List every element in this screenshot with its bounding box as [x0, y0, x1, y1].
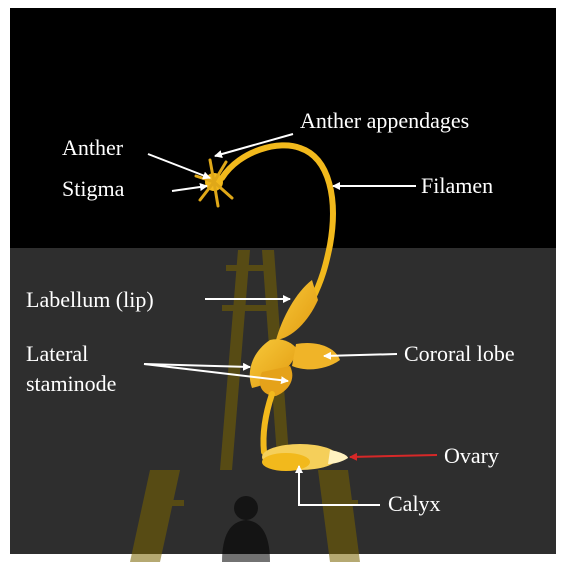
label-anther: Anther — [62, 135, 124, 160]
label-stigma: Stigma — [62, 176, 125, 201]
label-staminode: staminode — [26, 371, 116, 396]
anther-cluster — [196, 160, 232, 206]
label-labellum: Labellum (lip) — [26, 287, 154, 312]
label-anther-appendages: Anther appendages — [300, 108, 469, 133]
anther-arrow — [148, 154, 210, 178]
label-filamen: Filamen — [421, 173, 493, 198]
stigma-arrow — [172, 186, 207, 191]
watermark — [130, 250, 360, 562]
label-calyx: Calyx — [388, 491, 441, 516]
label-cororal-lobe: Cororal lobe — [404, 341, 515, 366]
label-lateral: Lateral — [26, 341, 88, 366]
ovary-arrow — [350, 455, 437, 457]
label-ovary: Ovary — [444, 443, 499, 468]
